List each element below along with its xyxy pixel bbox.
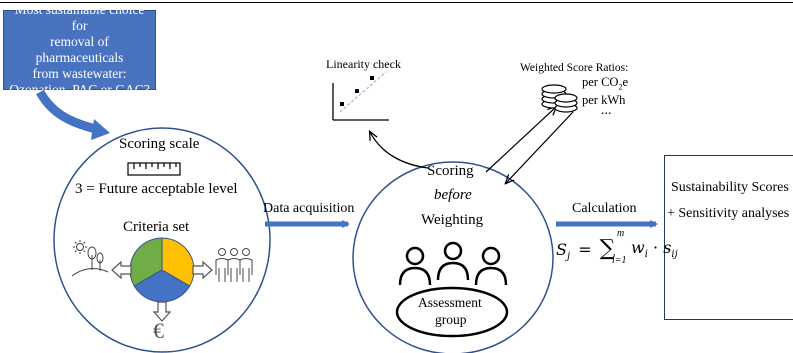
formula-rhs: wi · sij [631, 238, 678, 260]
results-box [664, 155, 793, 320]
criteria-outward-arrows [111, 260, 213, 322]
criteria-set-label: Criteria set [123, 219, 190, 235]
question-line-1: Most sustainable choice for [14, 2, 145, 33]
pie-right-arrow [192, 260, 213, 280]
social-people-icon [215, 248, 253, 282]
scoring-label: Scoring [427, 163, 474, 179]
formula-s-sub: ij [671, 249, 678, 261]
coins-icon [541, 84, 578, 113]
formula-sum-bottom: i=1 [612, 255, 627, 266]
ruler-icon [127, 162, 181, 176]
assessment-group-icon [398, 241, 508, 286]
formula-sum-icon: ∑ [599, 236, 616, 261]
formula-dot: · [653, 238, 659, 257]
question-line-3: from wastewater: [32, 66, 127, 81]
pie-environment-slice [129, 237, 163, 287]
per-kwh-label: per kWh [582, 93, 626, 107]
weighting-label: Weighting [421, 212, 484, 228]
calculation-label: Calculation [572, 201, 637, 216]
per-co2e-subscript: 2 [618, 82, 623, 92]
sustainability-scores-label: Sustainability Scores [671, 180, 789, 195]
assessment-group-label-1: Assessment [418, 295, 482, 310]
euro-icon: € [153, 318, 164, 343]
assessment-group-label-2: group [435, 312, 467, 327]
per-co2e-prefix: per CO [582, 75, 619, 89]
formula-w: w [631, 238, 645, 257]
assessment-table [395, 286, 509, 338]
formula-s: s [663, 238, 672, 257]
linearity-feedback-arrow [370, 132, 429, 169]
formula: Sj = ∑ [556, 236, 615, 262]
environment-icon [71, 240, 109, 277]
weighted-ratios-title: Weighted Score Ratios: [520, 62, 629, 74]
pie-social-slice [161, 237, 195, 287]
formula-equals: = [578, 240, 592, 259]
scoring-scale-label: Scoring scale [119, 136, 200, 152]
linearity-check-label: Linearity check [326, 57, 401, 71]
formula-lhs-sub: j [566, 251, 571, 263]
to-ratios-arrow [485, 107, 556, 173]
question-line-2: removal of pharmaceuticals [35, 34, 124, 65]
from-ratios-arrow [506, 111, 574, 183]
top-rule [0, 2, 793, 3]
linearity-plot-icon [332, 71, 389, 121]
data-acquisition-label: Data acquisition [263, 201, 355, 216]
formula-sum-top: m [617, 228, 625, 239]
assessment-circle [352, 161, 554, 353]
pie-down-arrow [152, 301, 172, 322]
criteria-pie [129, 237, 195, 303]
sensitivity-analyses-label: + Sensitivity analyses [667, 206, 790, 221]
question-to-criteria-arrow [36, 89, 102, 135]
per-co2e-suffix: e [622, 75, 629, 89]
formula-lhs: S [556, 240, 567, 259]
ratios-ellipsis: ... [601, 103, 612, 118]
before-label: before [434, 187, 472, 203]
question-arrow-head [91, 119, 110, 140]
pie-left-arrow [111, 260, 132, 280]
criteria-circle [53, 127, 271, 353]
research-question-box: Most sustainable choice for removal of p… [3, 2, 156, 97]
per-co2e-label: per CO2e [582, 75, 628, 92]
acceptable-level-label: 3 = Future acceptable level [75, 181, 238, 197]
formula-w-sub: i [644, 249, 648, 261]
